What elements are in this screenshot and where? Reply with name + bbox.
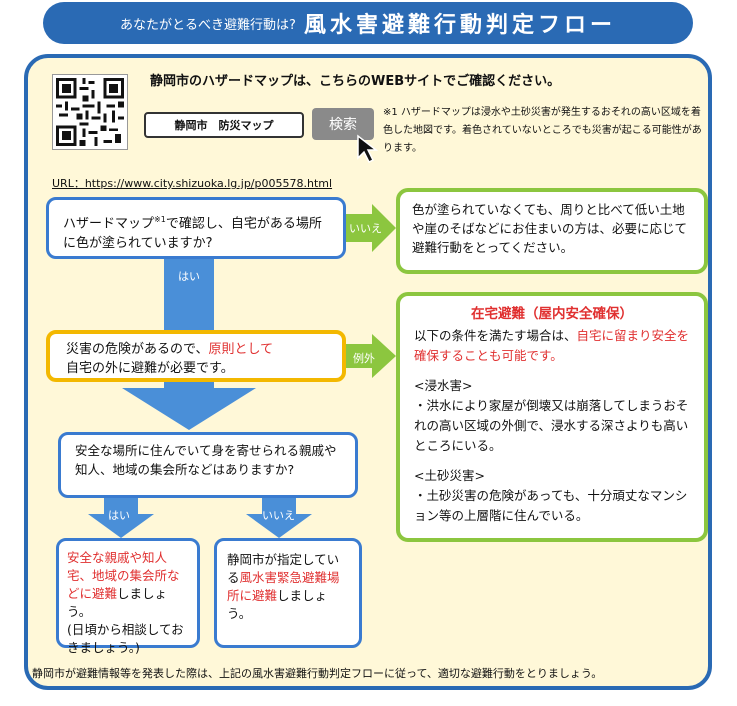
mouse-cursor-icon: [357, 134, 379, 164]
home-evacuation-box: 在宅避難（屋内安全確保） 以下の条件を満たす場合は、自宅に留まり安全を確保するこ…: [396, 292, 708, 542]
exception-label: 例外: [353, 352, 375, 365]
no-label-2: いいえ: [262, 509, 295, 522]
q2-text-red: 原則として: [208, 342, 274, 357]
flood-condition: ・洪水により家屋が倒壊又は崩落してしまうおそれの高い区域の外側で、浸水する深さよ…: [414, 398, 689, 453]
q1-text-a: ハザードマップ: [63, 216, 155, 232]
yes-label-1: はい: [178, 270, 200, 283]
title-banner: あなたがとるべき避難行動は? 風水害避難行動判定フロー: [43, 2, 693, 44]
banner-title: 風水害避難行動判定フロー: [303, 13, 616, 38]
answer-yes-box: 安全な親戚や知人宅、地域の集会所などに避難しましょう。 (日頃から相談しておきま…: [56, 538, 200, 655]
q1-text-b: で確認し、自宅がある場所に色が塗られていますか?: [63, 216, 322, 252]
q2-text-b: 自宅の外に避難が必要です。: [66, 361, 234, 376]
a1-text-c: (日頃から相談しておきましょう。): [67, 622, 184, 655]
search-query-box: 静岡市 防災マップ: [144, 112, 304, 138]
home-evacuation-intro: 以下の条件を満たす場合は、自宅に留まり安全を確保することも可能です。: [414, 328, 690, 363]
no-arrow-down-2: [246, 498, 312, 538]
q2-text-a: 災害の危険があるので、: [66, 342, 209, 357]
question-3-box: 安全な場所に住んでいて身を寄せられる親戚や知人、地域の集会所などはありますか?: [58, 432, 358, 498]
footer-text: 静岡市が避難情報等を発表した際は、上記の風水害避難行動判定フローに従って、適切な…: [32, 667, 603, 680]
a2-text-b: しましょう。: [227, 588, 328, 621]
exception-arrow-right: [346, 334, 396, 378]
url-text: URL：https://www.city.shizuoka.lg.jp/p005…: [52, 177, 333, 190]
home-evacuation-title: 在宅避難（屋内安全確保）: [471, 306, 633, 322]
hazard-map-note: ※1 ハザードマップは浸水や土砂災害が発生するおそれの高い区域を着色した地図です…: [383, 107, 702, 154]
landslide-condition: ・土砂災害の危険があっても、十分頑丈なマンション等の上層階に住んでいる。: [414, 488, 688, 523]
no-arrow-right-1: [346, 204, 396, 252]
question-1-box: ハザードマップ※1で確認し、自宅がある場所に色が塗られていますか?: [46, 197, 346, 259]
q1-footnote-mark: ※1: [154, 215, 166, 224]
a1-text-red: 安全な親戚や知人宅、地域の集会所などに避難: [67, 550, 180, 601]
a2-text-red: 風水害緊急避難場所に避難: [227, 570, 340, 603]
a1-text-b: しましょう。: [67, 586, 168, 619]
answer-no-box: 静岡市が指定している風水害緊急避難場所に避難しましょう。: [214, 538, 362, 648]
flood-heading: <浸水害>: [414, 378, 473, 393]
search-button: 検索: [312, 108, 374, 140]
intro-text: 静岡市のハザードマップは、こちらのWEBサイトでご確認ください。: [150, 74, 561, 89]
landslide-heading: <土砂災害>: [414, 468, 485, 483]
yes-label-2: はい: [108, 509, 130, 522]
qr-code-icon: [52, 74, 128, 150]
yes-arrow-down-2: [88, 498, 154, 538]
no-label-1: いいえ: [349, 222, 382, 235]
result-not-colored-box: 色が塗られていなくても、周りと比べて低い土地や崖のそばなどにお住まいの方は、必要…: [396, 188, 708, 274]
evacuation-required-box: 災害の危険があるので、原則として 自宅の外に避難が必要です。: [46, 330, 346, 382]
banner-subtitle: あなたがとるべき避難行動は?: [120, 17, 296, 33]
a2-text-a: 静岡市が指定している: [227, 552, 340, 585]
